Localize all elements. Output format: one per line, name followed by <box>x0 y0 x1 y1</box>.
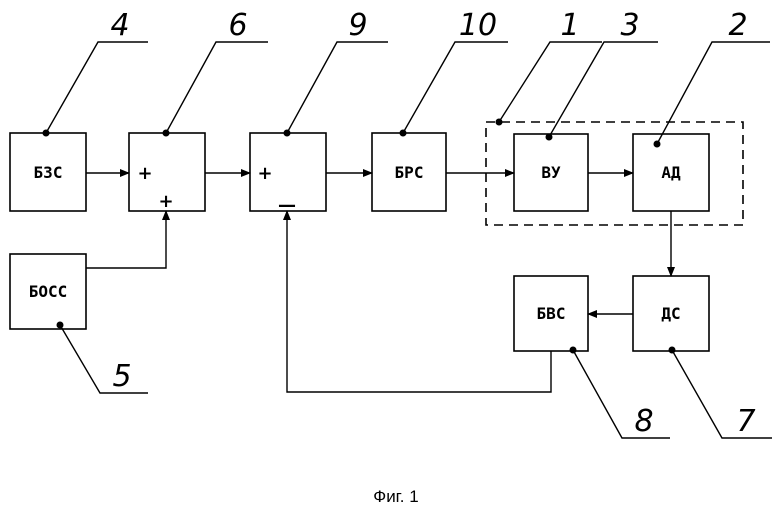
adder-6-plus-left: + <box>137 163 152 184</box>
block-ds: ДС <box>633 276 709 351</box>
callout-6-number: 6 <box>228 8 247 43</box>
figure-caption: Фиг. 1 <box>373 487 418 506</box>
callout-9: 9 <box>284 8 389 137</box>
callout-9-number: 9 <box>348 8 367 43</box>
block-boss-label: БОСС <box>29 282 68 301</box>
block-bzs: БЗС <box>10 133 86 211</box>
block-bvs: БВС <box>514 276 588 351</box>
callout-8-number: 8 <box>634 404 653 439</box>
adder-6-plus-bottom: + <box>158 191 173 212</box>
callout-2-number: 2 <box>728 8 747 43</box>
callout-8: 8 <box>570 347 671 440</box>
block-adder-6: + + <box>129 133 205 212</box>
callout-7: 7 <box>669 347 773 440</box>
callout-7-number: 7 <box>736 404 755 439</box>
callout-1: 1 <box>496 8 603 126</box>
block-bvs-label: БВС <box>537 304 566 323</box>
block-bzs-label: БЗС <box>34 163 63 182</box>
block-boss: БОСС <box>10 254 86 329</box>
block-ad-label: АД <box>661 163 681 182</box>
block-brs-label: БРС <box>395 163 424 182</box>
arrow-boss-to-adder6 <box>86 211 166 268</box>
callout-3-number: 3 <box>620 8 639 43</box>
callout-4-number: 4 <box>110 8 129 43</box>
block-ad: АД <box>633 134 709 211</box>
arrow-bvs-feedback-to-adder9 <box>287 211 551 392</box>
block-adder-9: + — <box>250 133 326 216</box>
adder-9-plus-left: + <box>257 163 272 184</box>
callout-10: 10 <box>400 8 509 137</box>
callout-4: 4 <box>43 8 149 137</box>
callout-2: 2 <box>654 8 771 148</box>
callout-10-number: 10 <box>459 8 497 43</box>
callout-6: 6 <box>163 8 269 137</box>
block-brs: БРС <box>372 133 446 211</box>
callout-5: 5 <box>57 322 149 395</box>
block-vu: ВУ <box>514 134 588 211</box>
block-ds-label: ДС <box>661 304 680 323</box>
callout-5-number: 5 <box>112 359 131 394</box>
block-vu-label: ВУ <box>541 163 561 182</box>
callout-1-number: 1 <box>560 8 579 43</box>
